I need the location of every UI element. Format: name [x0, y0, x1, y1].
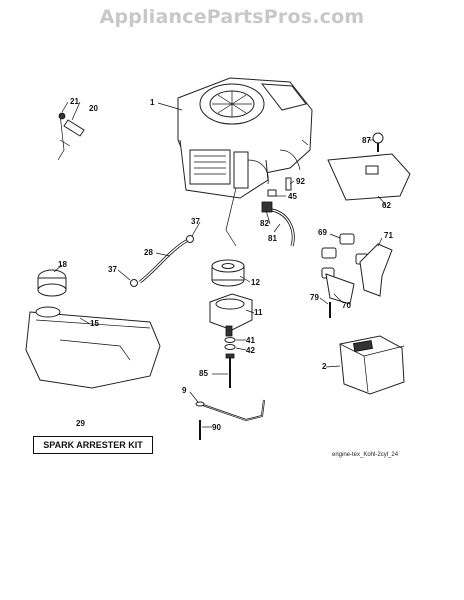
callout-21: 21: [70, 97, 79, 106]
muffler-illustration: [339, 335, 405, 395]
callout-11: 11: [254, 308, 263, 317]
callout-45: 45: [288, 192, 297, 201]
fuel-tank-illustration: [25, 269, 161, 389]
exhaust-pipe-illustration: [321, 233, 393, 318]
fuel-line-illustration: [130, 235, 194, 287]
callout-71: 71: [384, 231, 393, 240]
callout-62: 62: [382, 201, 391, 210]
callout-37-bottom: 37: [108, 265, 117, 274]
clutch-illustration: [209, 259, 253, 388]
callout-12: 12: [251, 278, 260, 287]
callout-92: 92: [296, 177, 305, 186]
callout-2: 2: [322, 362, 327, 371]
callout-82: 82: [260, 219, 269, 228]
callout-29: 29: [76, 419, 85, 428]
spark-plug-wire-illustration: [57, 112, 85, 161]
leader-lines: [53, 101, 387, 428]
callout-90: 90: [212, 423, 221, 432]
callout-15: 15: [90, 319, 99, 328]
watermark: AppliancePartsPros.com: [99, 6, 365, 28]
engine-illustration: [177, 77, 313, 247]
callout-28: 28: [144, 248, 153, 257]
callout-87: 87: [362, 136, 371, 145]
heat-shield-illustration: [327, 132, 411, 201]
callout-9: 9: [182, 386, 187, 395]
callout-69: 69: [318, 228, 327, 237]
callout-20: 20: [89, 104, 98, 113]
bracket-illustration: [195, 399, 265, 440]
callout-18: 18: [58, 260, 67, 269]
callout-1: 1: [150, 98, 155, 107]
callout-81: 81: [268, 234, 277, 243]
fittings-illustration: [261, 177, 295, 247]
callout-70: 70: [342, 301, 351, 310]
callout-37-top: 37: [191, 217, 200, 226]
callout-41: 41: [246, 336, 255, 345]
callout-85: 85: [199, 369, 208, 378]
callout-42: 42: [246, 346, 255, 355]
diagram-caption: engine-tex_Kohl-2cyl_24: [332, 452, 399, 458]
spark-arrester-kit-label: SPARK ARRESTER KIT: [33, 436, 153, 454]
callout-79: 79: [310, 293, 319, 302]
